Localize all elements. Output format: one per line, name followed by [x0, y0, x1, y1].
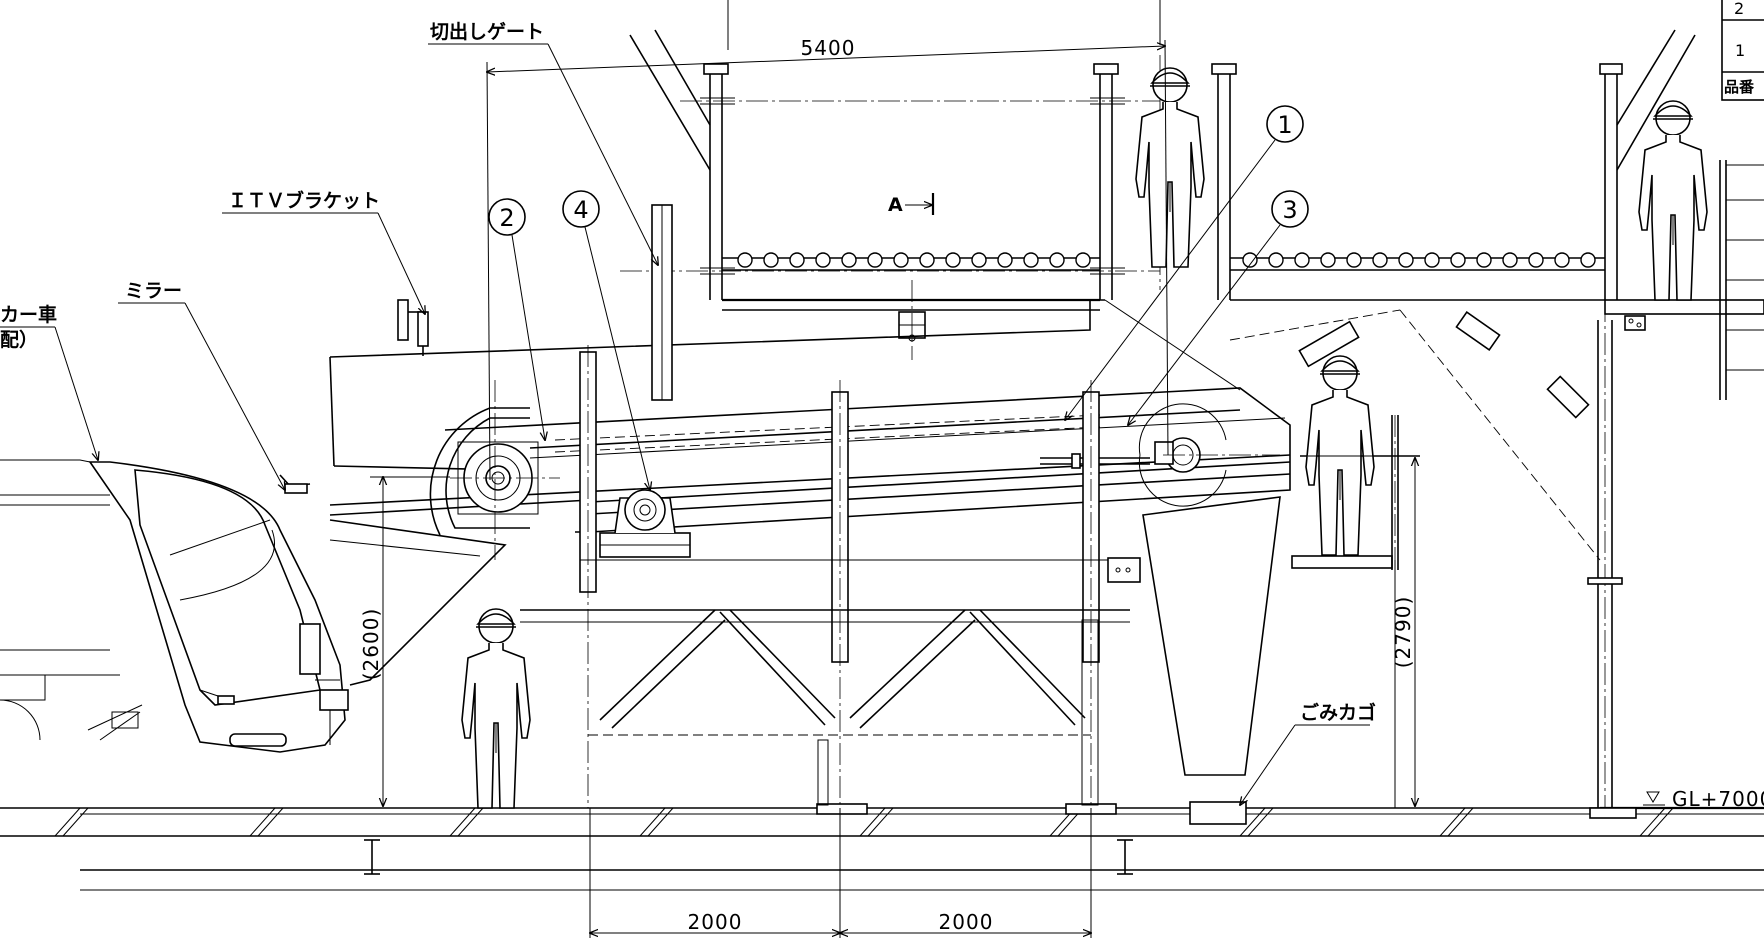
- dim-2600: (2600): [359, 608, 383, 681]
- dim-2790: (2790): [1391, 596, 1415, 669]
- part-balloons: 1 2 3 4: [488, 105, 1309, 490]
- section-arrow-a: A: [888, 194, 903, 216]
- table-row-2: 2: [1734, 0, 1744, 18]
- dim-2000-right: 2000: [939, 910, 994, 934]
- maintenance-platform: [1291, 320, 1420, 808]
- balloon-2: 2: [499, 204, 514, 232]
- label-trash-basket: ごみカゴ: [1300, 701, 1376, 724]
- packer-truck: [0, 459, 349, 753]
- label-gate: 切出しゲート: [430, 20, 544, 43]
- label-packer-truck-note: 配）: [0, 328, 38, 351]
- label-packer-truck: カー車: [0, 303, 57, 326]
- parts-table: 2 1 品番: [1721, 0, 1764, 101]
- dimension-lines: 5400 (2600) (2790) 2000 2000: [359, 36, 1422, 938]
- table-header: 品番: [1724, 78, 1755, 96]
- itv-camera-bracket: [397, 299, 429, 356]
- floor-slab: [0, 806, 1764, 891]
- dim-2000-left: 2000: [688, 910, 743, 934]
- balloon-1: 1: [1277, 111, 1292, 139]
- belt-conveyor: [329, 204, 1291, 815]
- balloon-4: 4: [573, 196, 588, 224]
- trash-basket: [1189, 801, 1247, 825]
- discharge-hopper: [1107, 496, 1281, 825]
- leader-labels: 切出しゲート ＩＴＶブラケット ミラー カー車 配） ごみカゴ A GL+700…: [0, 20, 1764, 811]
- label-mirror: ミラー: [125, 280, 182, 302]
- upper-platform-structure: [620, 0, 1764, 820]
- dim-5400: 5400: [801, 36, 856, 60]
- label-itv-bracket: ＩＴＶブラケット: [228, 189, 380, 212]
- balloon-3: 3: [1282, 196, 1297, 224]
- ground-level-label: GL+7000: [1672, 787, 1764, 811]
- table-row-1: 1: [1735, 41, 1745, 60]
